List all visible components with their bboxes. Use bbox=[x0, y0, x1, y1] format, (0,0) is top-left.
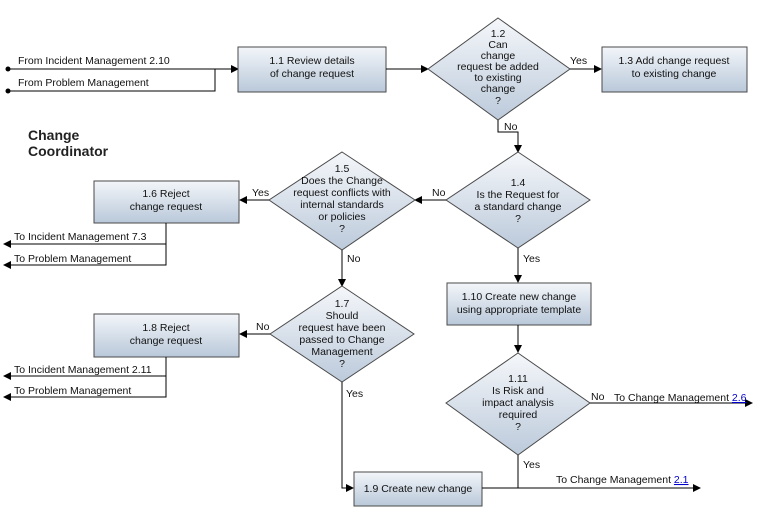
step-1-9-box bbox=[353, 471, 483, 507]
decision-1-4-line3: a standard change bbox=[475, 201, 562, 213]
step-1-1-box bbox=[237, 46, 387, 93]
step-1-8-box bbox=[93, 313, 240, 358]
out-problem-b-label: To Problem Management bbox=[14, 385, 131, 397]
decision-1-11-line3: impact analysis bbox=[482, 397, 554, 409]
decision-1-4-line4: ? bbox=[515, 213, 521, 225]
step-1-10-line1: 1.10 Create new change bbox=[462, 291, 577, 303]
conn-1-7-yes bbox=[341, 382, 354, 492]
step-1-6-box bbox=[93, 180, 240, 224]
role-label-line2: Coordinator bbox=[28, 143, 109, 159]
label-1-4-no: No bbox=[432, 187, 446, 199]
link-change-mgmt-2-1[interactable]: 2.1 bbox=[674, 474, 689, 486]
decision-1-2-line3: change bbox=[481, 50, 516, 62]
decision-1-2-line2: Can bbox=[488, 39, 507, 51]
decision-1-7-line1: 1.7 bbox=[335, 298, 350, 310]
decision-1-5-line5: or policies bbox=[318, 211, 365, 223]
decision-1-2-line1: 1.2 bbox=[491, 28, 506, 40]
label-1-7-yes: Yes bbox=[346, 388, 363, 400]
step-1-1-line1: 1.1 Review details bbox=[269, 55, 354, 67]
label-1-11-yes: Yes bbox=[523, 459, 540, 471]
out-change-mgmt-2-6-label: To Change Management 2.6 bbox=[614, 392, 747, 404]
decision-1-7-line3: request have been bbox=[299, 322, 386, 334]
decision-1-4-line1: 1.4 bbox=[511, 177, 526, 189]
out-problem-a-label: To Problem Management bbox=[14, 253, 131, 265]
label-1-5-yes: Yes bbox=[252, 187, 269, 199]
decision-1-5-line3: request conflicts with bbox=[293, 187, 391, 199]
step-1-3-line1: 1.3 Add change request bbox=[619, 55, 730, 67]
decision-1-7-line4: passed to Change bbox=[299, 334, 384, 346]
decision-1-7-line5: Management bbox=[311, 346, 372, 358]
out-incident-2-11-label: To Incident Management 2.11 bbox=[14, 364, 152, 376]
step-1-6-line1: 1.6 Reject bbox=[142, 188, 189, 200]
decision-1-5-line1: 1.5 bbox=[335, 163, 350, 175]
input-problem-label: From Problem Management bbox=[18, 77, 149, 89]
decision-1-2-line6: change bbox=[481, 83, 516, 95]
decision-1-2-line4: request be added bbox=[457, 61, 539, 73]
decision-1-11-line1: 1.11 bbox=[508, 373, 528, 385]
label-1-11-no: No bbox=[591, 391, 605, 403]
step-1-6-line2: change request bbox=[130, 201, 202, 213]
decision-1-7-line2: Should bbox=[326, 310, 359, 322]
label-1-5-no: No bbox=[347, 253, 361, 265]
input-incident-label: From Incident Management 2.10 bbox=[18, 55, 170, 67]
step-1-10-box bbox=[446, 282, 592, 326]
link-change-mgmt-2-6[interactable]: 2.6 bbox=[732, 392, 747, 404]
conn-1-2-no bbox=[497, 120, 522, 153]
decision-1-11-line2: Is Risk and bbox=[492, 385, 544, 397]
decision-1-2-line5: to existing bbox=[474, 72, 521, 84]
label-1-2-yes: Yes bbox=[570, 55, 587, 67]
label-1-7-no: No bbox=[256, 321, 270, 333]
decision-1-2-line7: ? bbox=[495, 95, 501, 107]
out-problem-b-line bbox=[3, 376, 167, 401]
decision-1-11-line5: ? bbox=[515, 421, 521, 433]
step-1-8-line2: change request bbox=[130, 335, 202, 347]
role-label-line1: Change bbox=[28, 127, 80, 143]
decision-1-5-line6: ? bbox=[339, 223, 345, 235]
step-1-10-line2: using appropriate template bbox=[457, 304, 581, 316]
step-1-8-line1: 1.8 Reject bbox=[142, 322, 189, 334]
decision-1-7-line6: ? bbox=[339, 358, 345, 370]
decision-1-5-line4: internal standards bbox=[300, 199, 383, 211]
out-change-mgmt-2-6-text: To Change Management bbox=[614, 392, 732, 404]
out-incident-7-3-label: To Incident Management 7.3 bbox=[14, 231, 147, 243]
decision-1-11-line4: required bbox=[499, 409, 538, 421]
out-problem-a-line bbox=[3, 244, 167, 269]
out-change-mgmt-2-1-text: To Change Management bbox=[556, 474, 674, 486]
step-1-3-line2: to existing change bbox=[632, 68, 717, 80]
label-1-2-no: No bbox=[504, 121, 518, 133]
input-problem-line bbox=[8, 69, 216, 92]
out-change-mgmt-2-1-label: To Change Management 2.1 bbox=[556, 474, 689, 486]
decision-1-5-line2: Does the Change bbox=[301, 175, 383, 187]
decision-1-4-line2: Is the Request for bbox=[477, 189, 560, 201]
step-1-9-line1: 1.9 Create new change bbox=[364, 483, 473, 495]
step-1-3-box bbox=[601, 46, 748, 93]
label-1-4-yes: Yes bbox=[523, 253, 540, 265]
step-1-1-line2: of change request bbox=[270, 68, 354, 80]
